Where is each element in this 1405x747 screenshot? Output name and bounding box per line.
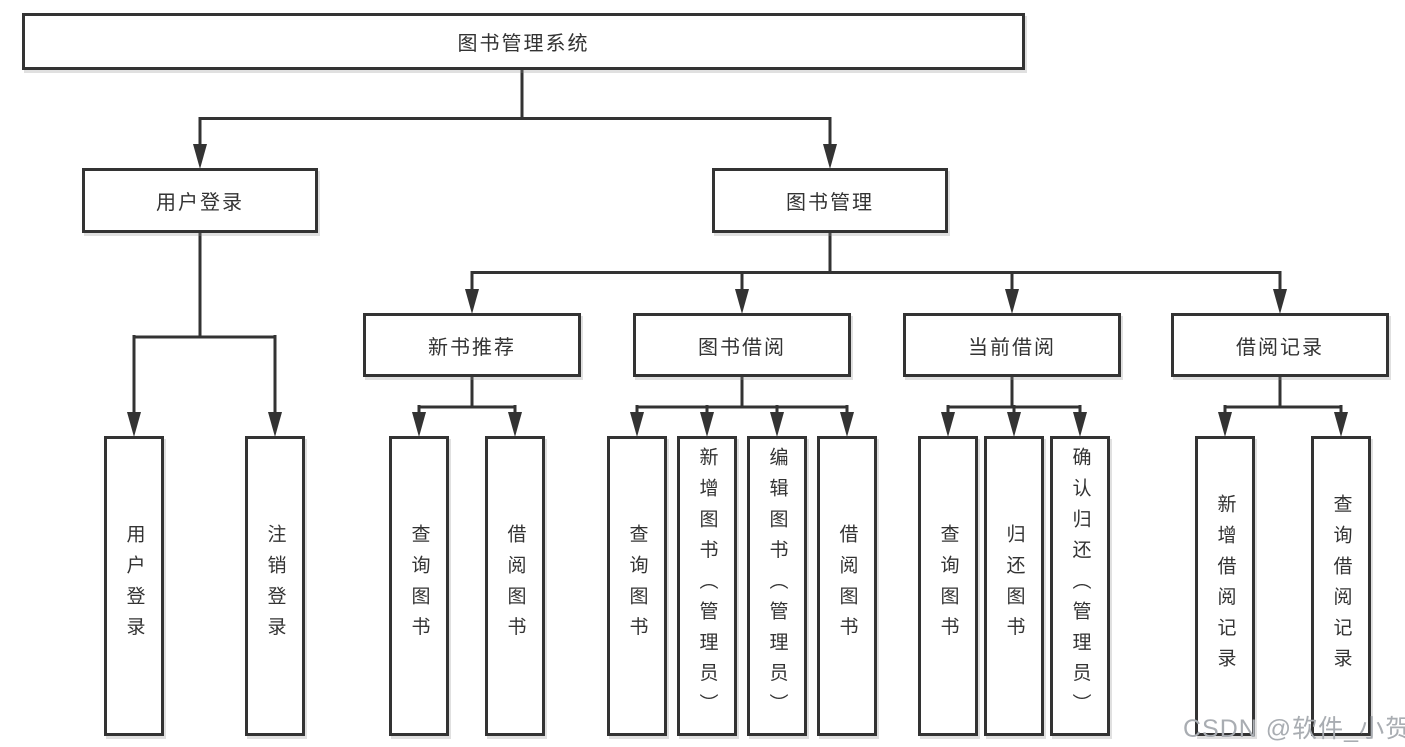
node-book-management: 图书管理 <box>712 168 948 233</box>
wire-management-split <box>465 232 1287 314</box>
leaf-current-search-book: 查询图书 <box>918 436 978 736</box>
leaf-label: 用户登录 <box>123 524 145 648</box>
leaf-records-search-record: 查询借阅记录 <box>1311 436 1371 736</box>
leaf-borrowing-edit-book-admin: 编辑图书（管理员） <box>747 436 807 736</box>
node-library-system: 图书管理系统 <box>22 13 1025 70</box>
leaf-records-add-record: 新增借阅记录 <box>1195 436 1255 736</box>
leaf-label: 编辑图书（管理员） <box>766 447 788 725</box>
leaf-label: 注销登录 <box>264 524 286 648</box>
leaf-label: 借阅图书 <box>836 524 858 648</box>
leaf-current-return-book: 归还图书 <box>984 436 1044 736</box>
leaf-current-confirm-return-admin: 确认归还（管理员） <box>1050 436 1110 736</box>
leaf-recommend-search-book: 查询图书 <box>389 436 449 736</box>
leaf-label: 新增图书（管理员） <box>696 447 718 725</box>
wire-borrowing-split <box>630 376 854 437</box>
leaf-borrowing-borrow-book: 借阅图书 <box>817 436 877 736</box>
node-new-book-recommendation: 新书推荐 <box>363 313 581 377</box>
leaf-label: 查询图书 <box>408 524 430 648</box>
wire-current-split <box>941 376 1087 437</box>
node-current-borrowing: 当前借阅 <box>903 313 1121 377</box>
leaf-user-login: 用户登录 <box>104 436 164 736</box>
leaf-label: 借阅图书 <box>504 524 526 648</box>
wire-login-split <box>127 232 282 437</box>
leaf-borrowing-search-book: 查询图书 <box>607 436 667 736</box>
leaf-label: 查询图书 <box>937 524 959 648</box>
leaf-label: 新增借阅记录 <box>1214 493 1236 679</box>
node-book-borrowing: 图书借阅 <box>633 313 851 377</box>
wire-records-split <box>1218 376 1348 437</box>
leaf-label: 查询图书 <box>626 524 648 648</box>
node-borrowing-records: 借阅记录 <box>1171 313 1389 377</box>
leaf-label: 归还图书 <box>1003 524 1025 648</box>
leaf-label: 确认归还（管理员） <box>1069 447 1091 725</box>
leaf-logout: 注销登录 <box>245 436 305 736</box>
watermark: CSDN @软件_小贺同学 <box>1183 715 1405 743</box>
node-user-login: 用户登录 <box>82 168 318 233</box>
leaf-borrowing-add-book-admin: 新增图书（管理员） <box>677 436 737 736</box>
wire-recommend-split <box>412 376 522 437</box>
leaf-label: 查询借阅记录 <box>1330 493 1352 679</box>
wire-root-split <box>193 67 837 169</box>
leaf-recommend-borrow-book: 借阅图书 <box>485 436 545 736</box>
